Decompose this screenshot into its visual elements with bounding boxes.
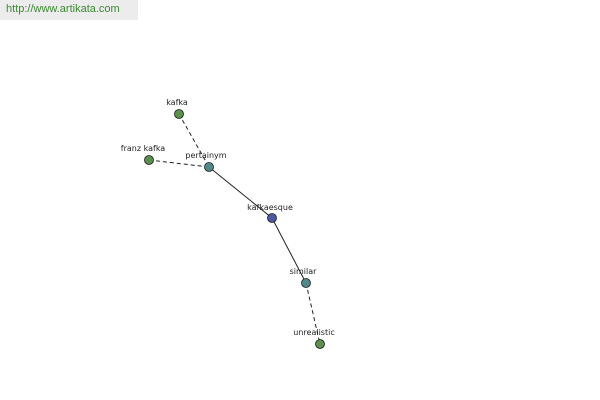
node-label-kafkaesque[interactable]: kafkaesque [247, 203, 293, 212]
node-pertainym[interactable] [204, 162, 214, 172]
edge-similar-unrealistic [305, 282, 321, 345]
edge-pertainym-kafkaesque [208, 166, 273, 219]
node-label-pertainym[interactable]: pertainym [185, 151, 226, 160]
node-unrealistic[interactable] [315, 339, 325, 349]
site-url-text[interactable]: http://www.artikata.com [6, 3, 120, 15]
edge-kafka-pertainym [178, 113, 210, 168]
site-url-banner[interactable]: http://www.artikata.com [0, 0, 138, 20]
node-kafka[interactable] [174, 109, 184, 119]
node-label-unrealistic[interactable]: unrealistic [293, 328, 334, 337]
node-label-franz-kafka[interactable]: franz kafka [121, 144, 166, 153]
node-label-kafka[interactable]: kafka [166, 98, 188, 107]
node-franz-kafka[interactable] [144, 155, 154, 165]
edge-franz-kafka-pertainym [148, 159, 210, 168]
node-similar[interactable] [301, 278, 311, 288]
node-label-similar[interactable]: similar [290, 267, 318, 276]
node-kafkaesque[interactable] [267, 213, 277, 223]
nodes-layer: kafka franz kafka pertainym kafkaesque simil… [121, 98, 335, 349]
edge-kafkaesque-similar [271, 217, 307, 284]
edges-layer [148, 113, 321, 345]
